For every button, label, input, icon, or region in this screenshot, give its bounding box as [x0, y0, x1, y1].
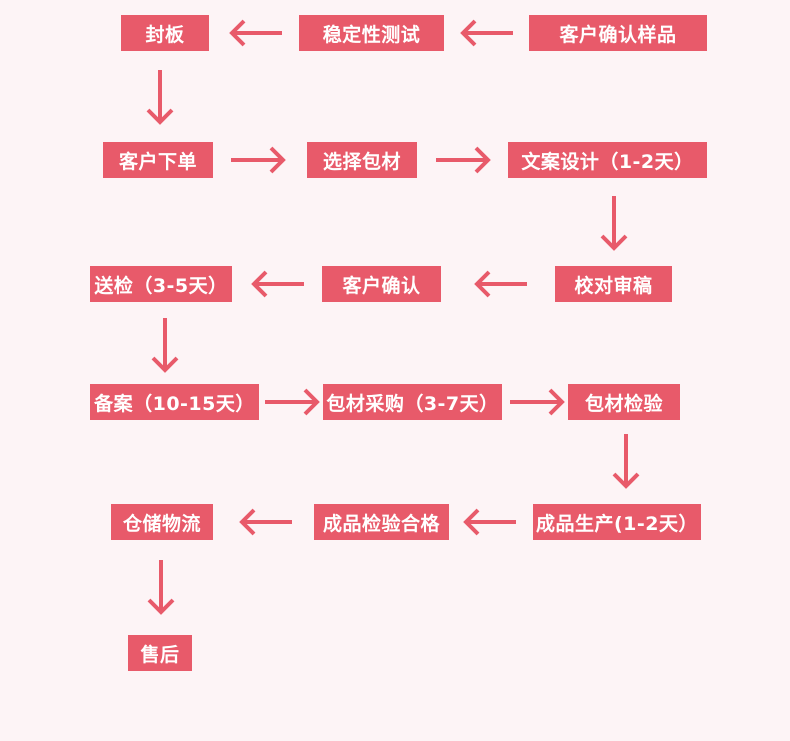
arrow-left-icon [460, 19, 513, 47]
step-warehouse-logistics: 仓储物流 [111, 504, 213, 540]
arrow-right-icon [265, 388, 320, 416]
step-copy-design: 文案设计（1-2天） [508, 142, 707, 178]
step-proofread: 校对审稿 [555, 266, 672, 302]
step-filing: 备案（10-15天） [90, 384, 259, 420]
step-material-inspection: 包材检验 [568, 384, 680, 420]
arrow-down-icon [600, 196, 628, 251]
arrow-right-icon [510, 388, 565, 416]
arrow-right-icon [231, 146, 286, 174]
arrow-left-icon [251, 270, 304, 298]
arrow-left-icon [239, 508, 292, 536]
step-customer-confirm: 客户确认 [322, 266, 441, 302]
arrow-left-icon [474, 270, 527, 298]
step-production: 成品生产(1-2天） [533, 504, 701, 540]
arrow-left-icon [229, 19, 282, 47]
arrow-down-icon [147, 560, 175, 615]
step-sealing: 封板 [121, 15, 209, 51]
step-material-purchase: 包材采购（3-7天） [323, 384, 502, 420]
arrow-right-icon [436, 146, 491, 174]
step-customer-confirm-sample: 客户确认样品 [529, 15, 707, 51]
step-customer-order: 客户下单 [103, 142, 213, 178]
step-select-material: 选择包材 [307, 142, 417, 178]
arrow-left-icon [463, 508, 516, 536]
step-after-sales: 售后 [128, 635, 192, 671]
step-product-inspection-pass: 成品检验合格 [314, 504, 449, 540]
step-stability-test: 稳定性测试 [299, 15, 444, 51]
arrow-down-icon [612, 434, 640, 489]
step-submit-inspection: 送检（3-5天） [90, 266, 232, 302]
arrow-down-icon [151, 318, 179, 373]
arrow-down-icon [146, 70, 174, 125]
